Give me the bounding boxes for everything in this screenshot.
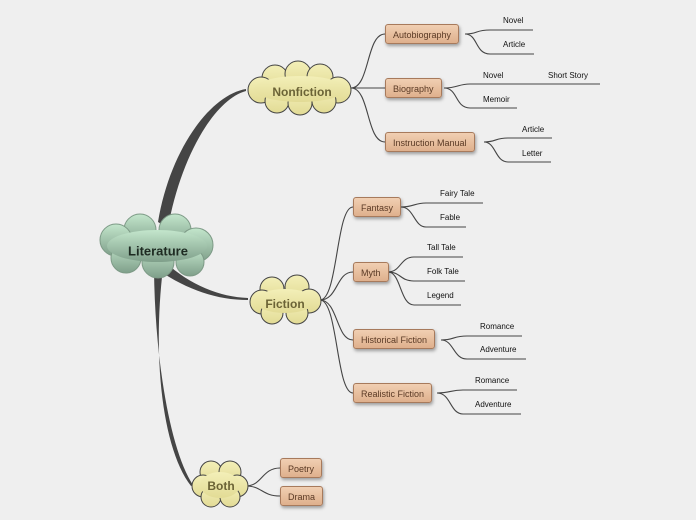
leaf-historical-adventure[interactable]: Adventure [480,345,517,354]
leaf-autobiography-article[interactable]: Article [503,40,526,49]
leaf-biography-short-story[interactable]: Short Story [548,71,589,80]
leaf-myth-legend[interactable]: Legend [427,291,454,300]
leaf-autobiography-novel[interactable]: Novel [503,16,524,25]
branch-cloud-both [191,460,249,508]
leaf-instruction-letter[interactable]: Letter [522,149,543,158]
subtopic-drama[interactable]: Drama [280,486,324,506]
branch-cloud-fiction [249,274,322,325]
leaf-biography-novel[interactable]: Novel [483,71,504,80]
subtopic-autobiography[interactable]: Autobiography [385,24,460,44]
leaf-realistic-romance[interactable]: Romance [475,376,510,385]
leaf-biography-memoir[interactable]: Memoir [483,95,510,104]
subtopic-historical-fiction[interactable]: Historical Fiction [353,329,436,349]
subtopic-biography[interactable]: Biography [385,78,442,98]
subtopic-poetry[interactable]: Poetry [280,458,323,478]
leaf-myth-tall-tale[interactable]: Tall Tale [427,243,456,252]
root-connectors [154,89,248,486]
leaf-myth-folk-tale[interactable]: Folk Tale [427,267,459,276]
leaf-instruction-article[interactable]: Article [522,125,545,134]
branch-cloud-nonfiction [247,60,352,116]
leaf-historical-romance[interactable]: Romance [480,322,515,331]
leaf-realistic-adventure[interactable]: Adventure [475,400,512,409]
branch-topic-both[interactable]: Both [207,479,235,493]
root-topic-label[interactable]: Literature [128,243,188,259]
branch-connectors [245,29,600,497]
leaf-fantasy-fairy-tale[interactable]: Fairy Tale [440,189,475,198]
subtopic-myth[interactable]: Myth [353,262,389,282]
subtopic-instruction-manual[interactable]: Instruction Manual [385,132,475,152]
leaf-fantasy-fable[interactable]: Fable [440,213,461,222]
branch-topic-fiction[interactable]: Fiction [265,297,305,311]
subtopic-realistic-fiction[interactable]: Realistic Fiction [353,383,433,403]
root-cloud [99,213,214,279]
subtopic-fantasy[interactable]: Fantasy [353,197,402,217]
branch-topic-nonfiction[interactable]: Nonfiction [272,85,332,99]
